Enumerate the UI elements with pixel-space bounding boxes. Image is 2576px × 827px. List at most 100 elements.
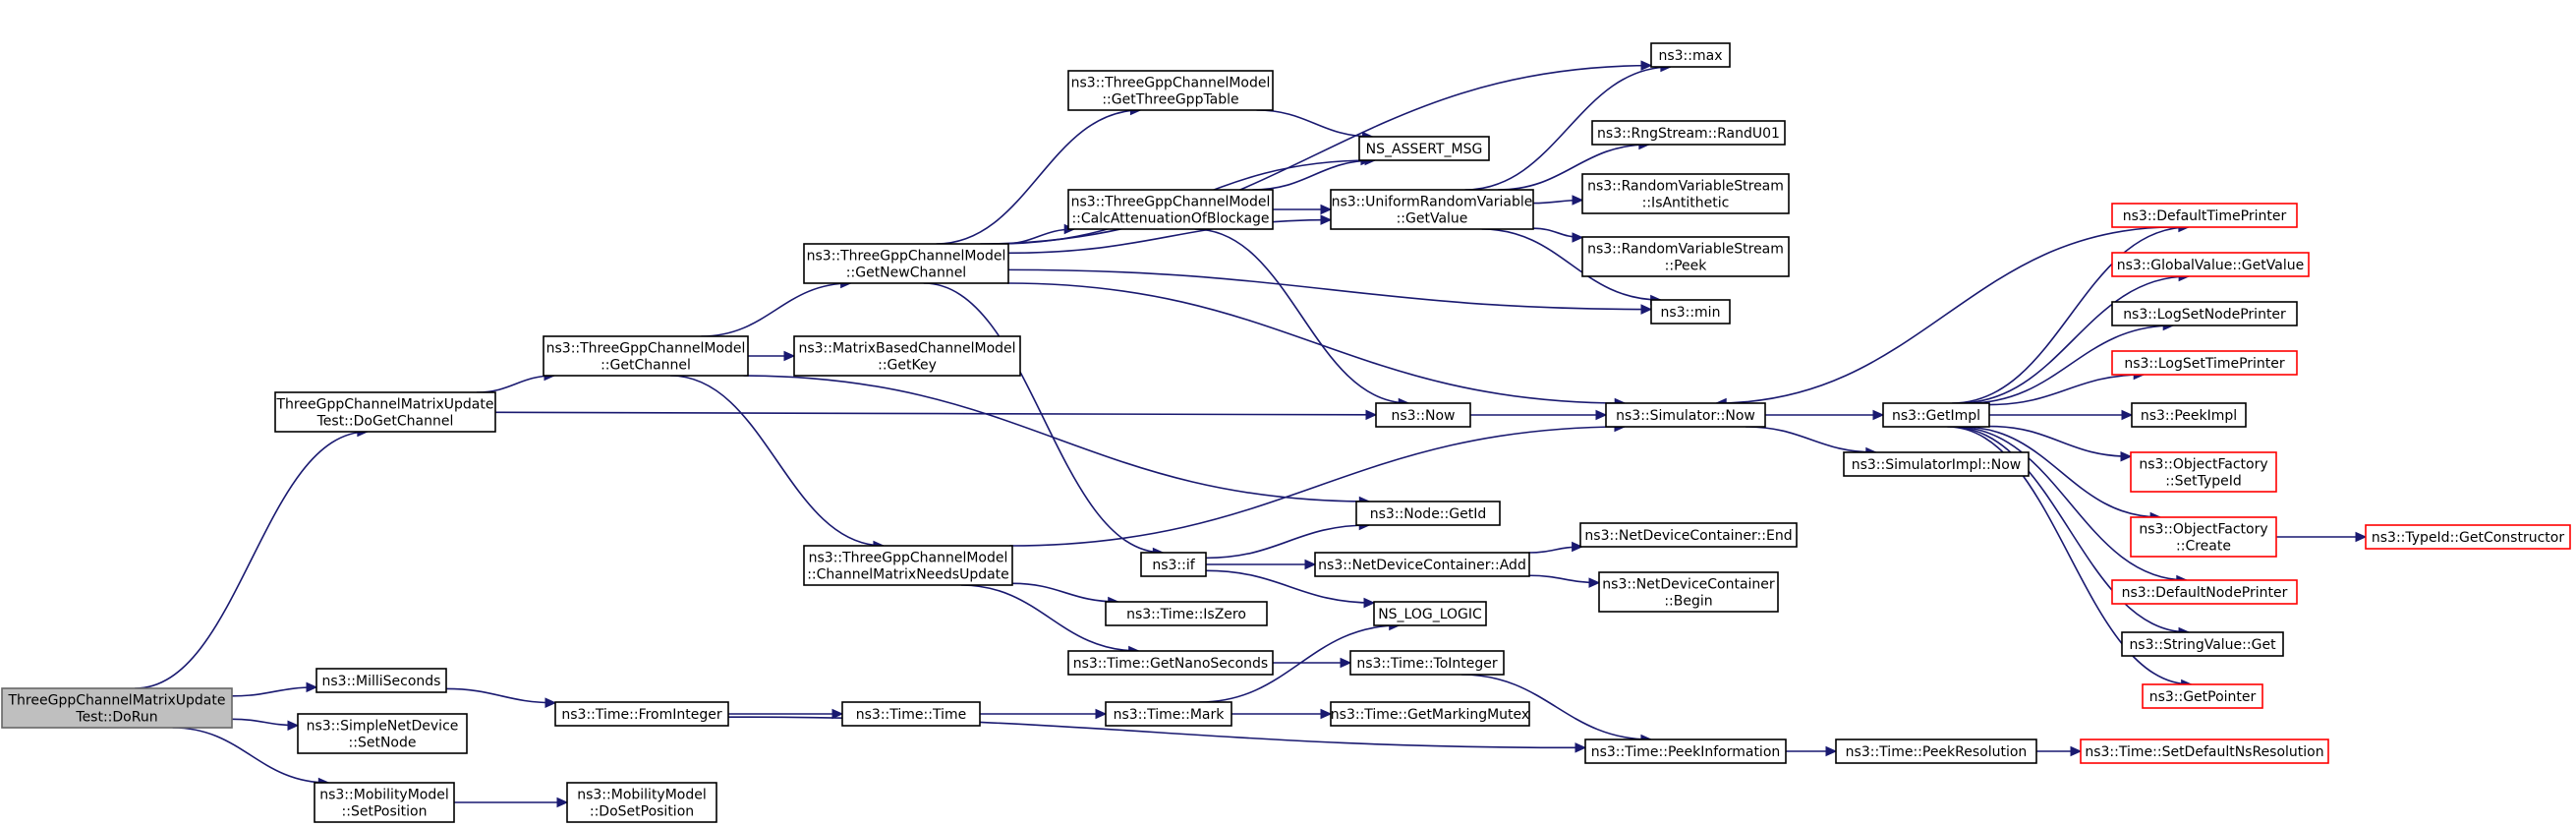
edge-getimpl-to-defaultnodeprinter: [1954, 426, 2187, 581]
node-label: ns3::Time::FromInteger: [561, 707, 721, 723]
node-getnano[interactable]: ns3::Time::GetNanoSeconds: [1067, 650, 1274, 676]
edge-getimpl-to-getpointer: [1947, 426, 2192, 685]
node-isantithetic[interactable]: ns3::RandomVariableStream::IsAntithetic: [1581, 173, 1790, 214]
node-getchannel[interactable]: ns3::ThreeGppChannelModel::GetChannel: [543, 335, 749, 377]
node-label: ThreeGppChannelMatrixUpdate: [276, 397, 494, 413]
node-min[interactable]: ns3::min: [1650, 299, 1731, 325]
node-nslog[interactable]: NS_LOG_LOGIC: [1373, 601, 1487, 626]
node-globalvaluegetvalue[interactable]: ns3::GlobalValue::GetValue: [2111, 252, 2310, 277]
node-box: [1650, 42, 1731, 68]
node-getthreegpptable[interactable]: ns3::ThreeGppChannelModel::GetThreeGppTa…: [1067, 70, 1274, 111]
node-peek[interactable]: ns3::RandomVariableStream::Peek: [1581, 236, 1790, 277]
node-box: [1067, 650, 1274, 676]
arrowhead-if-to-ndcadd: [1304, 559, 1317, 570]
node-timetime[interactable]: ns3::Time::Time: [841, 701, 981, 727]
node-box: [1584, 738, 1787, 764]
edge-calcatten-to-nsassert: [1252, 159, 1376, 191]
node-label: ::Peek: [1665, 259, 1708, 274]
node-box: [1882, 402, 1990, 428]
node-box: [543, 335, 749, 377]
node-box: [2111, 203, 2298, 228]
edge-timemark-to-nslog: [1199, 624, 1400, 703]
node-box: [1605, 402, 1766, 428]
node-nsassert[interactable]: NS_ASSERT_MSG: [1358, 136, 1490, 161]
node-if[interactable]: ns3::if: [1140, 552, 1207, 577]
node-uniformgetvalue[interactable]: ns3::UniformRandomVariable::GetValue: [1330, 189, 1534, 230]
node-logsettimeprinter[interactable]: ns3::LogSetTimePrinter: [2111, 350, 2298, 376]
node-timemark[interactable]: ns3::Time::Mark: [1105, 701, 1232, 727]
edge-getnewchannel-to-min: [1007, 268, 1652, 311]
arrowhead-simnow-to-getimpl: [1872, 409, 1885, 421]
node-box: [2365, 524, 2571, 550]
node-getconstructor[interactable]: ns3::TypeId::GetConstructor: [2365, 524, 2571, 550]
node-defaulttimeprinter[interactable]: ns3::DefaultTimePrinter: [2111, 203, 2298, 228]
arrowhead-ofcreate-to-getconstructor: [2355, 531, 2368, 543]
node-peekinfo[interactable]: ns3::Time::PeekInformation: [1584, 738, 1787, 764]
node-box: [297, 713, 468, 754]
node-iszero[interactable]: ns3::Time::IsZero: [1105, 601, 1268, 626]
node-label: ns3::Time::SetDefaultNsResolution: [2085, 744, 2323, 760]
node-label: ns3::Simulator::Now: [1616, 408, 1755, 424]
node-getimpl[interactable]: ns3::GetImpl: [1882, 402, 1990, 428]
node-defaultnodeprinter[interactable]: ns3::DefaultNodePrinter: [2111, 579, 2298, 605]
node-setdefaultns[interactable]: ns3::Time::SetDefaultNsResolution: [2080, 738, 2329, 764]
node-frominteger[interactable]: ns3::Time::FromInteger: [554, 701, 729, 727]
edge-getnewchannel-to-simnow: [1006, 282, 1626, 404]
node-settypeid[interactable]: ns3::ObjectFactory::SetTypeId: [2130, 451, 2277, 493]
node-stringvalueget[interactable]: ns3::StringValue::Get: [2121, 631, 2284, 657]
edge-dogetchannel-to-now: [494, 411, 1377, 416]
arrowhead-ndcadd-to-ndcend: [1572, 541, 1583, 553]
arrowhead-dogetchannel-to-now: [1365, 409, 1378, 421]
node-milliseconds[interactable]: ns3::MilliSeconds: [315, 668, 447, 693]
node-logsetnodeprinter[interactable]: ns3::LogSetNodePrinter: [2111, 301, 2298, 326]
edge-dorun-to-milliseconds: [231, 686, 317, 697]
node-getmarkingmutex[interactable]: ns3::Time::GetMarkingMutex: [1330, 701, 1530, 727]
edge-uniformgetvalue-to-min: [1481, 228, 1661, 301]
node-box: [2130, 516, 2277, 558]
node-getpointer[interactable]: ns3::GetPointer: [2142, 683, 2263, 709]
node-channelneeds[interactable]: ns3::ThreeGppChannelModel::ChannelMatrix…: [803, 545, 1013, 586]
arrowhead-getnewchannel-to-max: [1640, 60, 1653, 71]
node-ndcend[interactable]: ns3::NetDeviceContainer::End: [1579, 522, 1798, 548]
node-peekres[interactable]: ns3::Time::PeekResolution: [1835, 738, 2037, 764]
node-getkey[interactable]: ns3::MatrixBasedChannelModel::GetKey: [793, 335, 1021, 377]
edge-calcatten-to-now: [1194, 228, 1409, 404]
node-label: ns3::Now: [1392, 408, 1456, 424]
node-box: [2121, 631, 2284, 657]
node-randu01[interactable]: ns3::RngStream::RandU01: [1591, 120, 1786, 146]
node-tointeger[interactable]: ns3::Time::ToInteger: [1349, 650, 1505, 676]
node-label: ns3::MilliSeconds: [322, 674, 441, 689]
node-setnode[interactable]: ns3::SimpleNetDevice::SetNode: [297, 713, 468, 754]
node-box: [1355, 501, 1501, 526]
node-setposition[interactable]: ns3::MobilityModel::SetPosition: [314, 782, 455, 823]
node-simnow[interactable]: ns3::Simulator::Now: [1605, 402, 1766, 428]
node-getnewchannel[interactable]: ns3::ThreeGppChannelModel::GetNewChannel: [803, 243, 1009, 284]
node-simimplnow[interactable]: ns3::SimulatorImpl::Now: [1843, 451, 2030, 477]
edge-getnewchannel-to-max: [980, 64, 1652, 245]
edge-getnewchannel-to-uniformgetvalue: [1007, 218, 1332, 255]
node-calcatten[interactable]: ns3::ThreeGppChannelModel::CalcAttenuati…: [1067, 189, 1274, 230]
node-label: ::SetNode: [349, 736, 417, 751]
node-box: [1835, 738, 2037, 764]
node-box: [1358, 136, 1490, 161]
node-ndcadd[interactable]: ns3::NetDeviceContainer::Add: [1314, 552, 1530, 577]
edge-getimpl-to-defaulttimeprinter: [1952, 226, 2189, 404]
node-ndcbegin[interactable]: ns3::NetDeviceContainer::Begin: [1598, 571, 1779, 613]
edge-getchannel-to-nodegetid: [743, 375, 1370, 502]
node-label: ns3::GetPointer: [2149, 689, 2257, 705]
arrowhead-getnano-to-tointeger: [1340, 657, 1352, 669]
node-peekimpl[interactable]: ns3::PeekImpl: [2131, 402, 2247, 428]
node-dogetchannel[interactable]: ThreeGppChannelMatrixUpdateTest::DoGetCh…: [274, 391, 496, 433]
node-max[interactable]: ns3::max: [1650, 42, 1731, 68]
node-now[interactable]: ns3::Now: [1375, 402, 1471, 428]
edge-getimpl-to-settypeid: [1988, 425, 2132, 458]
node-dosetposition[interactable]: ns3::MobilityModel::DoSetPosition: [566, 782, 717, 823]
node-nodegetid[interactable]: ns3::Node::GetId: [1355, 501, 1501, 526]
node-ofcreate[interactable]: ns3::ObjectFactory::Create: [2130, 516, 2277, 558]
node-box: [2111, 579, 2298, 605]
arrowhead-setposition-to-dosetposition: [556, 797, 569, 808]
node-label: ns3::Time::ToInteger: [1356, 656, 1498, 672]
node-label: ns3::RngStream::RandU01: [1597, 126, 1780, 142]
